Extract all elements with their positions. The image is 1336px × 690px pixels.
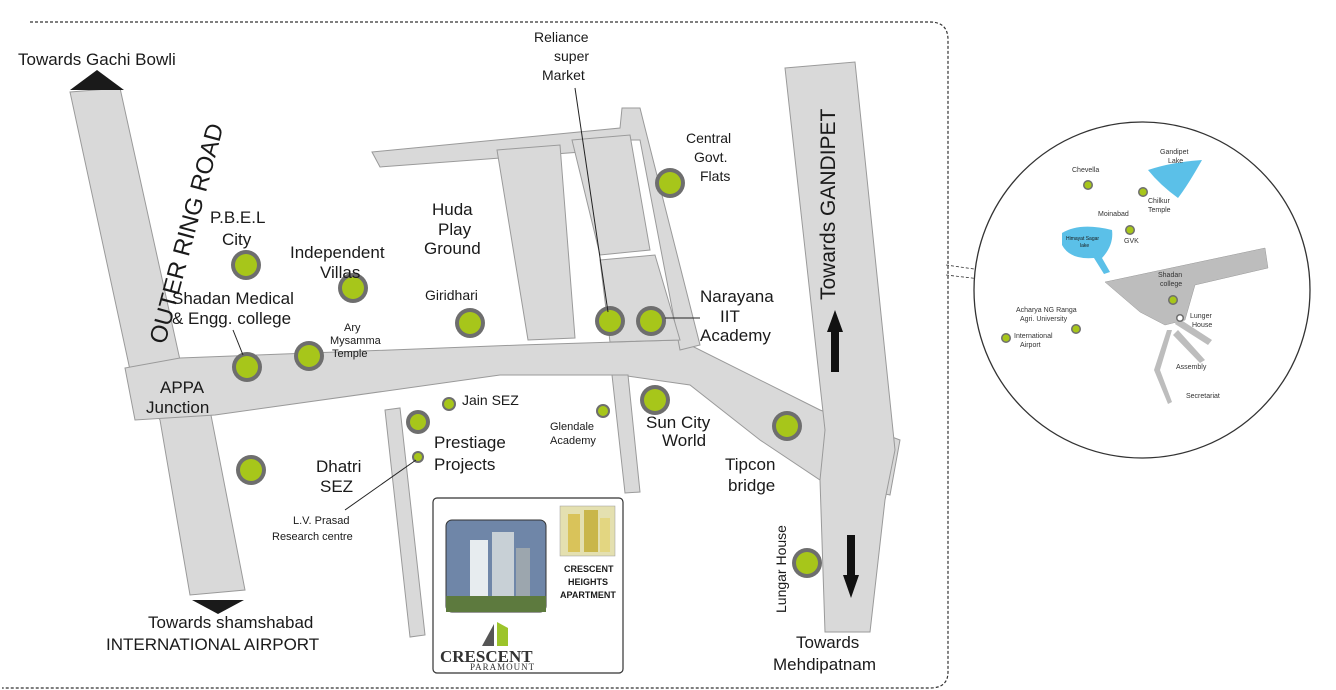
huda-block	[496, 144, 576, 341]
inset-label-himayat-lake: lake	[1080, 243, 1089, 249]
label-glendale-academy: Academy	[550, 435, 596, 447]
label-towards: Towards	[796, 633, 859, 652]
label-ary: Ary	[344, 322, 361, 334]
inset-label-assembly: Assembly	[1176, 364, 1207, 371]
label-towards-shamshabad: Towards shamshabad	[148, 613, 313, 632]
label-world: World	[662, 431, 706, 450]
brand-name: CRESCENT	[440, 647, 533, 666]
leader-reliance	[574, 87, 609, 313]
label-narayana: Narayana	[700, 287, 774, 306]
project-panel: CRESCENT HEIGHTS APARTMENT CRESCENT PARA…	[432, 497, 624, 674]
side-road-1	[384, 407, 426, 638]
arrow-down-icon	[192, 600, 244, 614]
leader-shadan	[232, 329, 244, 356]
label-mysamma: Mysamma	[330, 335, 382, 347]
label-prestiage: Prestiage	[434, 433, 506, 452]
label-engg-college: & Engg. college	[172, 309, 291, 328]
label-govt: Govt.	[694, 149, 727, 165]
road-network	[69, 61, 901, 638]
inset-label-gvk: GVK	[1124, 238, 1139, 245]
arrow-up-icon	[70, 70, 124, 90]
label-tipcon: Tipcon	[725, 455, 775, 474]
label-junction: Junction	[146, 398, 209, 417]
inset-label-lake: Lake	[1168, 158, 1183, 165]
himayat-lake	[1062, 226, 1113, 274]
inset-label-chilkur-temple: Temple	[1148, 207, 1171, 214]
gandipet-lake	[1148, 160, 1202, 198]
label-huda: Huda	[432, 200, 473, 219]
inset-label-chevella: Chevella	[1072, 167, 1099, 174]
label-pbel-city: City	[222, 230, 252, 249]
label-giridhari: Giridhari	[425, 287, 478, 303]
inset-label-shadan: Shadan	[1158, 272, 1182, 279]
label-temple: Temple	[332, 348, 367, 360]
leader-dhatri	[344, 459, 417, 511]
label-shadan: Shadan Medical	[172, 289, 294, 308]
label-iit: IIT	[720, 307, 740, 326]
label-ground: Ground	[424, 239, 481, 258]
inset-label-international: International	[1014, 333, 1053, 340]
location-markers	[231, 168, 822, 578]
gandipet-road	[784, 61, 896, 633]
label-appa: APPA	[160, 378, 205, 397]
upper-road	[371, 107, 701, 351]
label-sez: SEZ	[320, 477, 353, 496]
brand-sub: PARAMOUNT	[470, 662, 535, 672]
label-lv-prasad: L.V. Prasad	[293, 515, 349, 527]
label-projects: Projects	[434, 455, 495, 474]
inset-label-secretariat: Secretariat	[1186, 393, 1220, 400]
label-sun-city: Sun City	[646, 413, 711, 432]
label-central: Central	[686, 130, 731, 146]
inset-label-himayat: Himayat Sagar	[1066, 236, 1099, 242]
label-super: super	[554, 48, 589, 64]
label-villas: Villas	[320, 263, 360, 282]
side-road-2	[611, 374, 641, 494]
label-mehdipatnam: Mehdipatnam	[773, 655, 876, 674]
inset-label-chilkur: Chilkur	[1148, 198, 1170, 205]
label-pbel: P.B.E.L	[210, 208, 265, 227]
label-jain-sez: Jain SEZ	[462, 392, 519, 408]
inset-label-agri: Agri. University	[1020, 316, 1068, 323]
inset-road	[1104, 247, 1269, 326]
inset-label-moinabad: Moinabad	[1098, 211, 1129, 218]
brand-logo-icon	[482, 624, 494, 646]
inset-label-airport: Airport	[1020, 342, 1041, 349]
label-towards-gachi-bowli: Towards Gachi Bowli	[18, 50, 176, 69]
label-international-airport: INTERNATIONAL AIRPORT	[106, 635, 319, 654]
label-academy: Academy	[700, 326, 771, 345]
label-apartment: APARTMENT	[560, 590, 616, 600]
label-glendale: Glendale	[550, 421, 594, 433]
label-dhatri: Dhatri	[316, 457, 361, 476]
label-reliance: Reliance	[534, 29, 589, 45]
inset-label-lunger: Lunger	[1190, 313, 1212, 320]
inset-label-gandipet: Gandipet	[1160, 149, 1188, 156]
map-frame	[2, 21, 949, 689]
label-research-centre: Research centre	[272, 531, 353, 543]
inset-label-college: college	[1160, 281, 1182, 288]
label-lungar-house: Lungar House	[773, 525, 789, 613]
label-heights: HEIGHTS	[568, 577, 608, 587]
reliance-block	[571, 134, 651, 256]
label-play: Play	[438, 220, 472, 239]
label-independent: Independent	[290, 243, 385, 262]
inset-label-house: House	[1192, 322, 1212, 329]
label-bridge: bridge	[728, 476, 775, 495]
map-labels: Towards Gachi Bowli OUTER RING ROAD Towa…	[18, 29, 876, 674]
label-market: Market	[542, 67, 585, 83]
arrow-north-icon	[827, 310, 843, 372]
label-crescent: CRESCENT	[564, 564, 614, 574]
inset-map: Gandipet Lake Chevella Chilkur Temple Mo…	[973, 121, 1311, 459]
label-towards-gandipet: Towards GANDIPET	[817, 108, 840, 300]
inset-label-acharya: Acharya NG Ranga	[1016, 307, 1077, 314]
label-flats: Flats	[700, 168, 730, 184]
arrow-south-icon	[843, 535, 859, 598]
